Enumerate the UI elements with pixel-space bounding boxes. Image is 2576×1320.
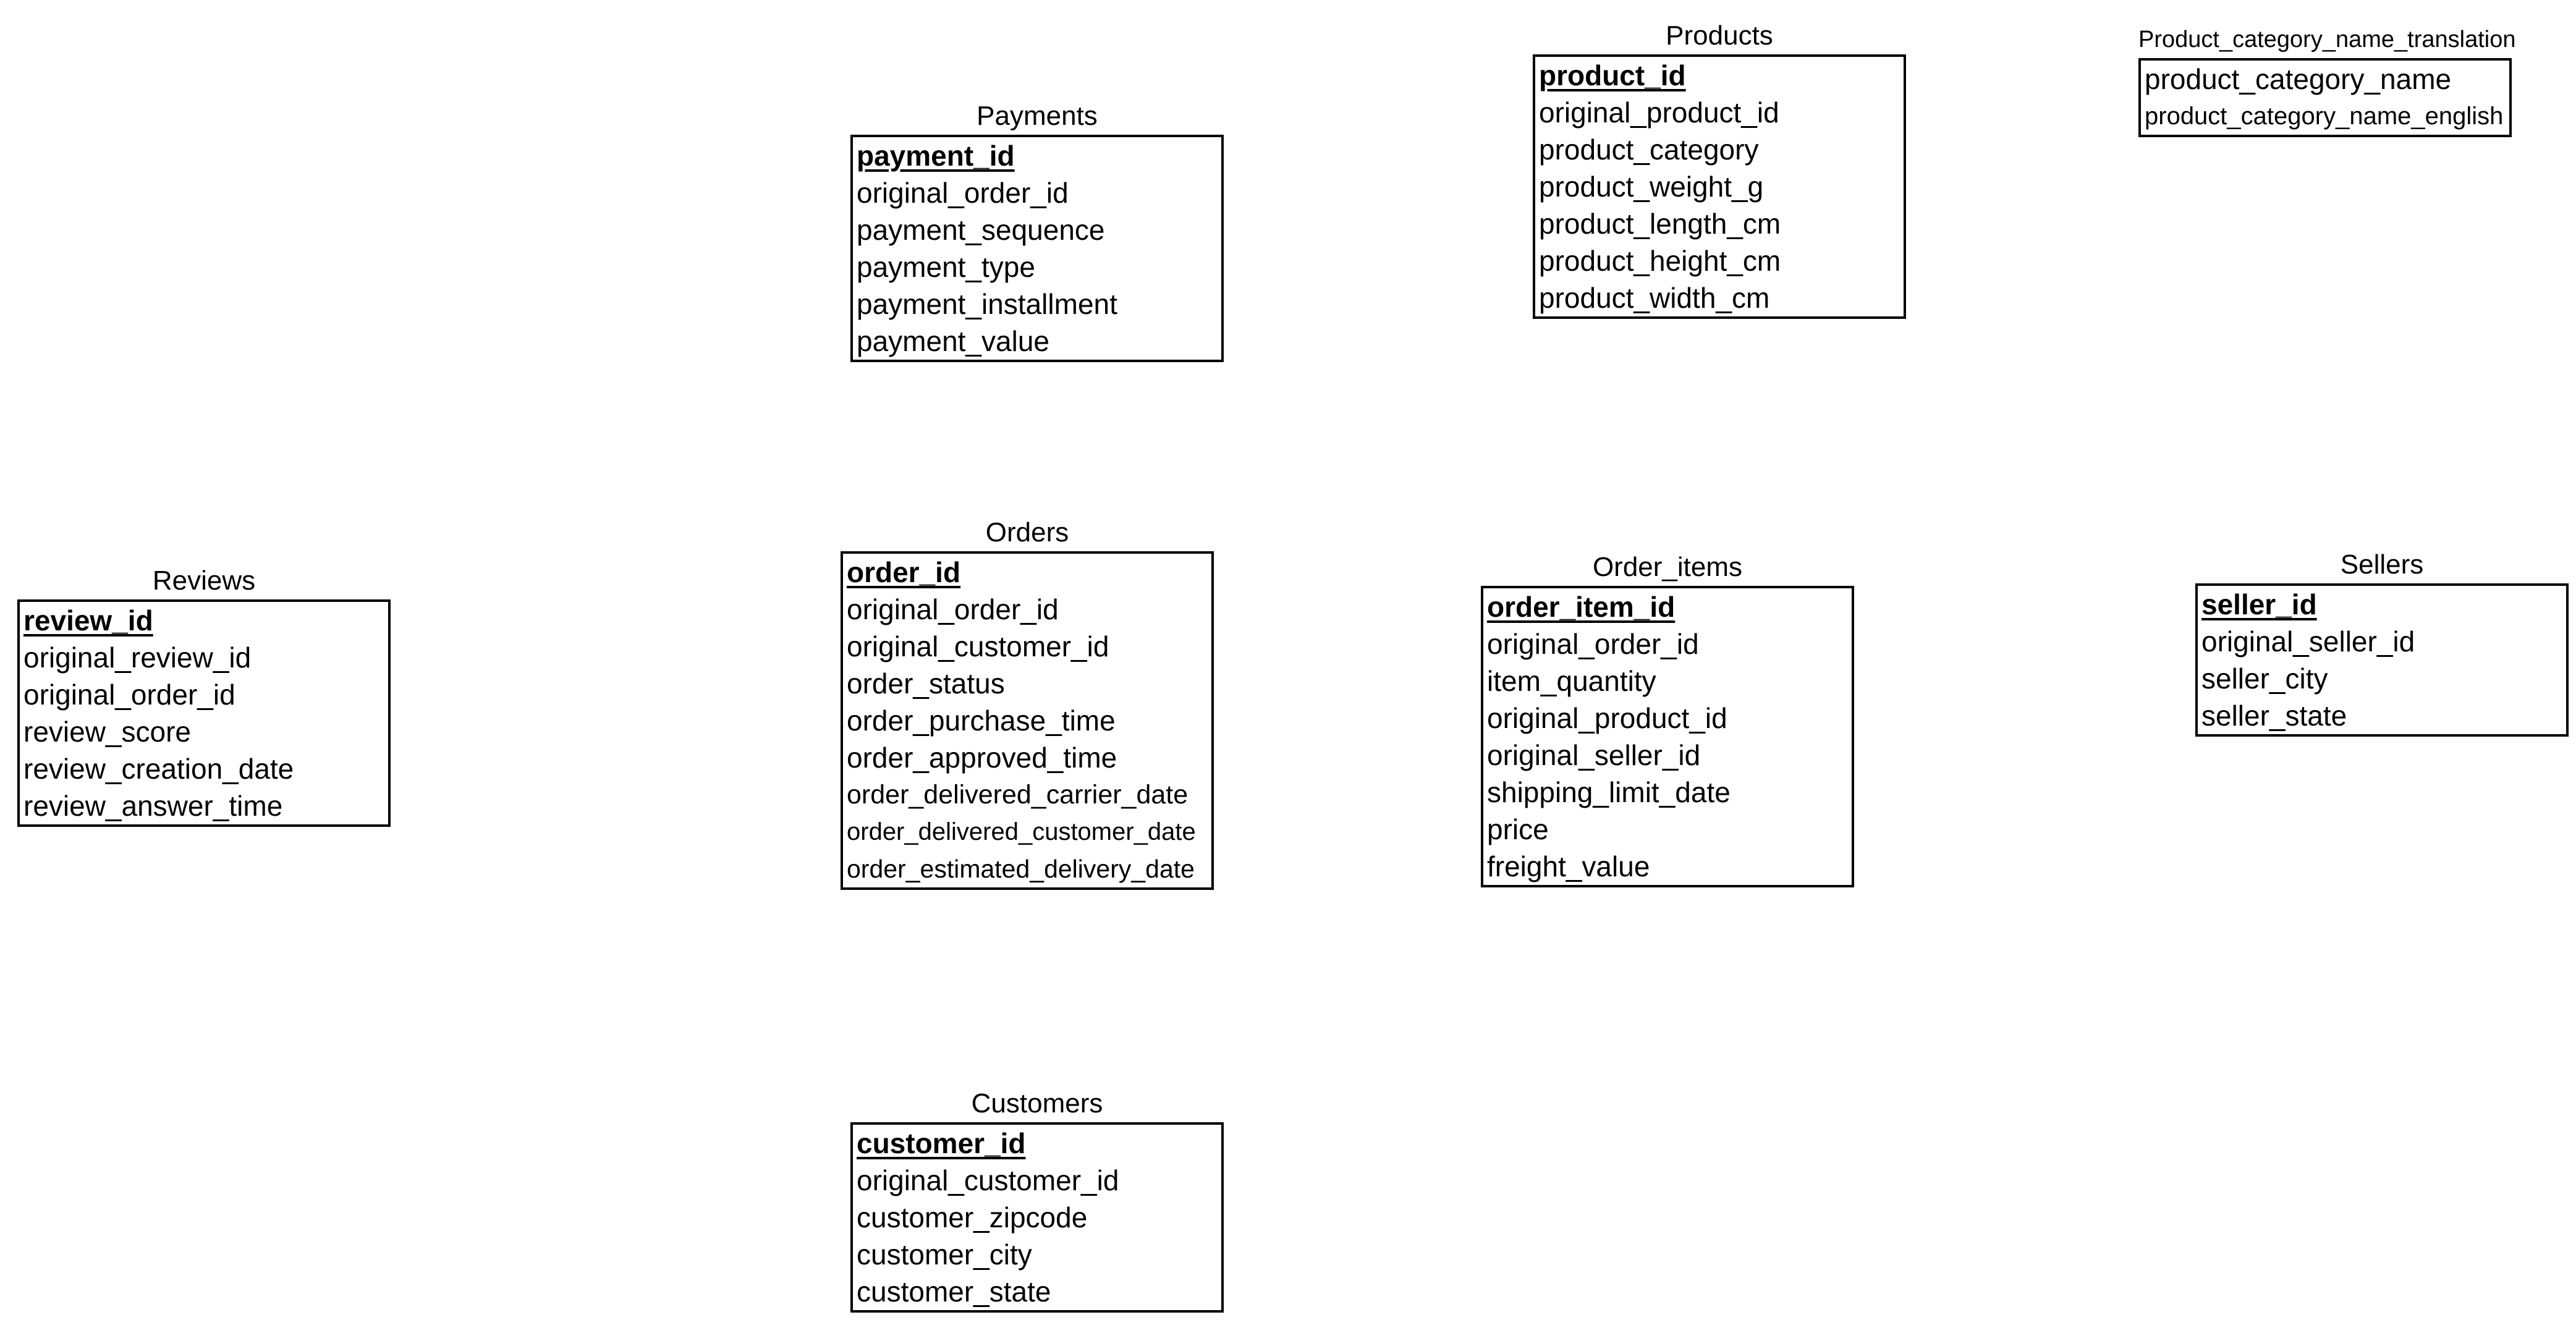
field: original_product_id bbox=[1487, 702, 1727, 734]
primary-key-field: payment_id bbox=[857, 140, 1015, 172]
field: payment_value bbox=[857, 325, 1049, 357]
field: review_creation_date bbox=[23, 753, 294, 785]
field: original_product_id bbox=[1539, 96, 1779, 129]
field: freight_value bbox=[1487, 850, 1650, 882]
primary-key-field: customer_id bbox=[857, 1127, 1026, 1159]
field: product_category_name bbox=[2145, 63, 2452, 95]
field: original_order_id bbox=[23, 679, 235, 711]
field: original_customer_id bbox=[857, 1164, 1119, 1196]
entity-box: customer_id original_customer_id customer_… bbox=[850, 1122, 1224, 1313]
entity-title: Product_category_name_translation bbox=[2138, 27, 2516, 53]
field: order_approved_time bbox=[847, 742, 1117, 774]
field: order_delivered_customer_date bbox=[847, 818, 1196, 845]
field: product_width_cm bbox=[1539, 282, 1770, 314]
field: order_delivered_carrier_date bbox=[847, 780, 1188, 810]
entity-box: product_id original_product_id product_cat… bbox=[1533, 54, 1906, 319]
entity-box: order_id original_order_id original_custom… bbox=[841, 551, 1214, 890]
field: original_seller_id bbox=[2201, 625, 2415, 658]
entity-title: Sellers bbox=[2340, 549, 2424, 580]
field: product_category bbox=[1539, 133, 1759, 166]
field: original_review_id bbox=[23, 641, 252, 674]
field: product_length_cm bbox=[1539, 208, 1781, 240]
field: payment_sequence bbox=[857, 214, 1105, 246]
entity-box: payment_id original_order_id payment_seque… bbox=[850, 135, 1224, 362]
field: original_order_id bbox=[847, 593, 1059, 625]
field: review_score bbox=[23, 716, 191, 748]
entity-box: order_item_id original_order_id item_quant… bbox=[1481, 586, 1854, 887]
field: order_purchase_time bbox=[847, 704, 1116, 737]
field: shipping_limit_date bbox=[1487, 776, 1731, 808]
field: product_weight_g bbox=[1539, 171, 1764, 203]
entity-title: Order_items bbox=[1592, 552, 1743, 582]
primary-key-field: order_id bbox=[847, 556, 961, 588]
field: payment_installment bbox=[857, 288, 1117, 320]
entity-title: Reviews bbox=[152, 565, 256, 596]
field: customer_zipcode bbox=[857, 1201, 1088, 1233]
entity-box: product_category_name product_category_na… bbox=[2138, 58, 2512, 137]
entity-box: review_id original_review_id original_orde… bbox=[17, 599, 391, 827]
primary-key-field: order_item_id bbox=[1487, 591, 1676, 623]
entity-title: Customers bbox=[971, 1088, 1103, 1119]
field: seller_city bbox=[2201, 662, 2328, 695]
entity-title: Payments bbox=[977, 101, 1098, 131]
field: original_order_id bbox=[1487, 628, 1699, 660]
field: order_estimated_delivery_date bbox=[847, 855, 1195, 883]
entity-title: Orders bbox=[985, 517, 1069, 548]
field: price bbox=[1487, 813, 1549, 845]
field: seller_state bbox=[2201, 700, 2347, 732]
primary-key-field: product_id bbox=[1539, 59, 1686, 91]
primary-key-field: seller_id bbox=[2201, 588, 2317, 620]
field: original_seller_id bbox=[1487, 739, 1701, 771]
field: review_answer_time bbox=[23, 790, 283, 822]
field: payment_type bbox=[857, 251, 1035, 283]
field: order_status bbox=[847, 667, 1005, 700]
entity-title: Products bbox=[1666, 20, 1773, 51]
field: product_height_cm bbox=[1539, 245, 1781, 277]
primary-key-field: review_id bbox=[23, 604, 153, 637]
field: product_category_name_english bbox=[2145, 103, 2504, 130]
field: original_order_id bbox=[857, 177, 1069, 209]
field: item_quantity bbox=[1487, 665, 1656, 697]
field: customer_city bbox=[857, 1238, 1032, 1271]
field: original_customer_id bbox=[847, 630, 1109, 662]
field: customer_state bbox=[857, 1276, 1051, 1308]
